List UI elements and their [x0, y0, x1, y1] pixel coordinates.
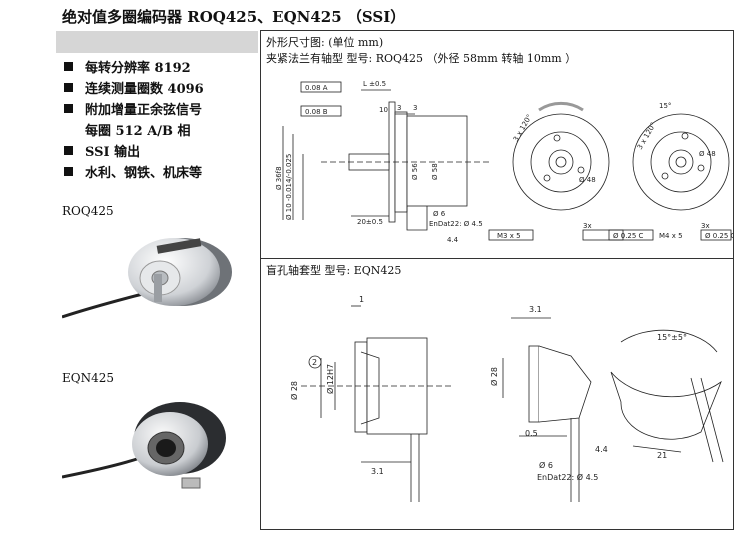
- dim-label: Ø 10 -0.014/-0.025: [285, 154, 293, 220]
- feature-item: 水利、钢铁、机床等: [64, 163, 204, 184]
- model-label-roq425: ROQ425: [62, 204, 114, 218]
- dim-label: 0.08 B: [305, 108, 328, 116]
- dim-label: Ø 0.25 C: [613, 232, 644, 240]
- roq425-photo: [62, 238, 232, 319]
- dim-label: 3x: [583, 222, 592, 230]
- feature-item: 每转分辨率 8192: [64, 58, 204, 79]
- roq425-dimension-drawing: L ±0.5 0.08 A 0.08 B 10 3 3 Ø 36f8 Ø 10 …: [275, 80, 733, 244]
- feature-item: 每圈 512 A/B 相: [85, 124, 191, 139]
- dim-label: 15°±5°: [657, 333, 687, 342]
- section-divider: [260, 258, 734, 259]
- dim-label: EnDat22: Ø 4.5: [429, 220, 483, 228]
- dim-label: 1: [359, 295, 364, 304]
- front-view-right: [632, 113, 730, 211]
- top-section-caption: 夹紧法兰有轴型 型号: ROQ425 （外径 58mm 转轴 10mm ）: [266, 52, 577, 65]
- dim-label: Ø 28: [489, 367, 499, 386]
- dim-label: Ø 6: [539, 460, 553, 470]
- dim-label: Ø 0.25 C: [705, 232, 733, 240]
- bullet-square-icon: [64, 104, 73, 113]
- dim-label: Ø 48: [699, 150, 716, 158]
- dim-label: 21: [657, 451, 667, 460]
- dim-label: 3.1: [529, 305, 542, 314]
- header-bar: [56, 31, 258, 53]
- bullet-square-icon: [64, 62, 73, 71]
- bottom-section-caption: 盲孔轴套型 型号: EQN425: [266, 264, 402, 277]
- dim-label: 10: [379, 106, 388, 114]
- bullet-square-icon: [64, 167, 73, 176]
- dim-label: EnDat22: Ø 4.5: [537, 472, 598, 482]
- dim-label: 0.5: [525, 429, 538, 438]
- dim-label: M4 x 5: [659, 232, 683, 240]
- dim-label: 3 x 120°: [636, 121, 658, 151]
- dim-label: 3x: [701, 222, 710, 230]
- front-view-left: [512, 113, 610, 211]
- drawing-frame: [260, 30, 734, 530]
- dim-label: 2: [312, 358, 317, 367]
- feature-item: 附加增量正余弦信号: [64, 100, 204, 121]
- dim-label: 3: [397, 104, 401, 112]
- dim-label: 3.1: [371, 467, 384, 476]
- feature-item: SSI 输出: [64, 142, 204, 163]
- flange-outline: [354, 341, 368, 433]
- housing-outline: [406, 115, 468, 207]
- dim-label: Ø 12H7: [325, 364, 335, 394]
- dim-label: 3: [413, 104, 417, 112]
- mounting-view: [610, 371, 722, 440]
- feature-item: 连续测量圈数 4096: [64, 79, 204, 100]
- dim-label: 4.4: [595, 445, 608, 454]
- dim-label: 15°: [659, 102, 671, 110]
- dim-label: 4.4: [447, 236, 459, 244]
- eqn425-photo: [62, 402, 226, 489]
- feature-list: 每转分辨率 8192 连续测量圈数 4096 附加增量正余弦信号 每圈 512 …: [64, 58, 204, 184]
- dim-label: M3 x 5: [497, 232, 521, 240]
- dim-label: Ø 28: [289, 381, 299, 400]
- eqn425-dimension-drawing: 1 2 Ø 12H7 Ø 28 3.1 3.1 Ø 28 0.5 4.4 Ø 6…: [289, 295, 724, 502]
- dim-label: 20±0.5: [357, 218, 383, 226]
- dim-label: Ø 48: [579, 176, 596, 184]
- dim-label: Ø 56: [411, 163, 419, 180]
- dim-label: Ø 36f8: [275, 166, 283, 190]
- dim-label: 3 x 120°: [512, 113, 534, 143]
- bullet-square-icon: [64, 83, 73, 92]
- bullet-square-icon: [64, 146, 73, 155]
- dim-label: Ø 58: [431, 163, 439, 180]
- drawing-heading: 外形尺寸图: (单位 mm): [266, 36, 384, 49]
- model-label-eqn425: EQN425: [62, 371, 115, 385]
- dim-label: Ø 6: [433, 210, 446, 218]
- page-title: 绝对值多圈编码器 ROQ425、EQN425 （SSI）: [62, 8, 406, 26]
- dim-label: 0.08 A: [305, 84, 328, 92]
- dim-label: L ±0.5: [363, 80, 386, 88]
